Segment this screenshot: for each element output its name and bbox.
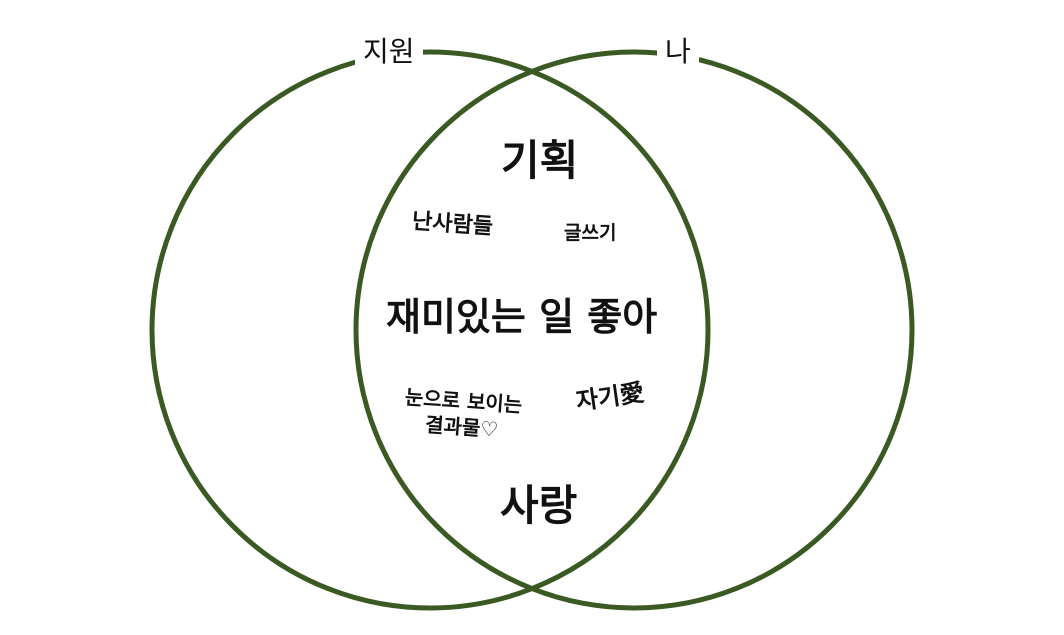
term-writing: 글쓰기 [564, 222, 617, 244]
set-label-left: 지원 [355, 33, 423, 71]
term-visible-results: 눈으로 보이는 결과물♡ [402, 384, 523, 444]
circle-left [149, 49, 711, 611]
term-plan: 기획 [501, 136, 579, 185]
term-fun-work: 재미있는 일 좋아 [386, 295, 658, 339]
circle-right [353, 49, 915, 611]
set-label-right: 나 [657, 33, 699, 71]
term-love: 사랑 [500, 481, 578, 530]
